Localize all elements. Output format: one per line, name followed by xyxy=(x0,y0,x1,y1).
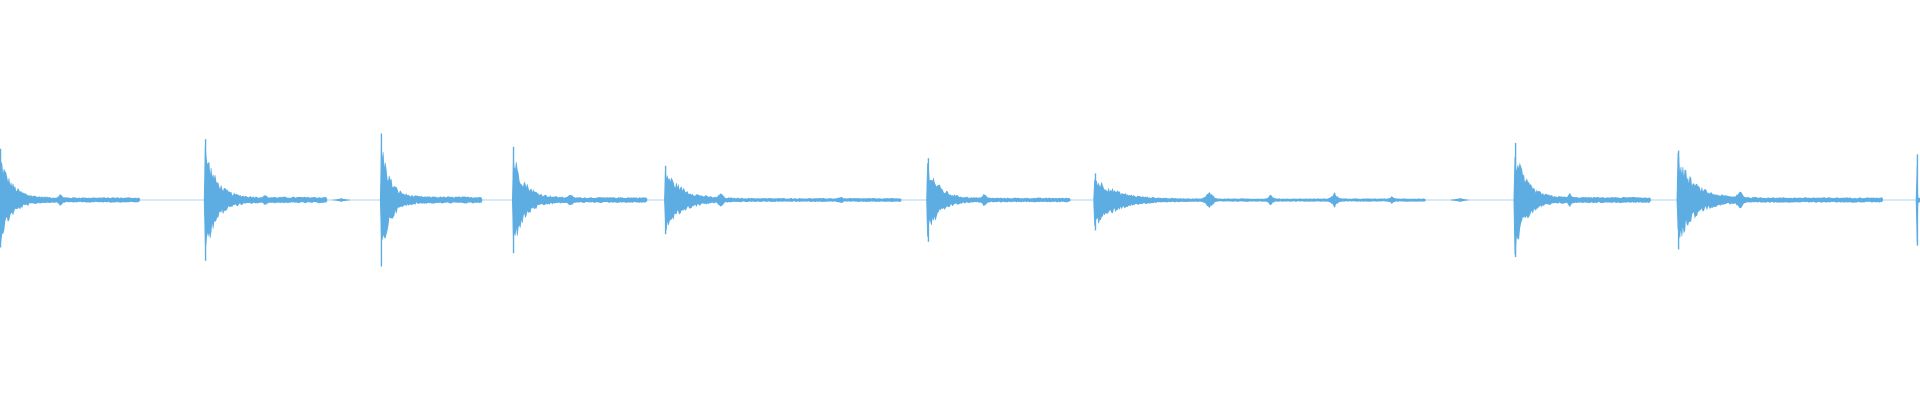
waveform-path xyxy=(0,146,1920,255)
